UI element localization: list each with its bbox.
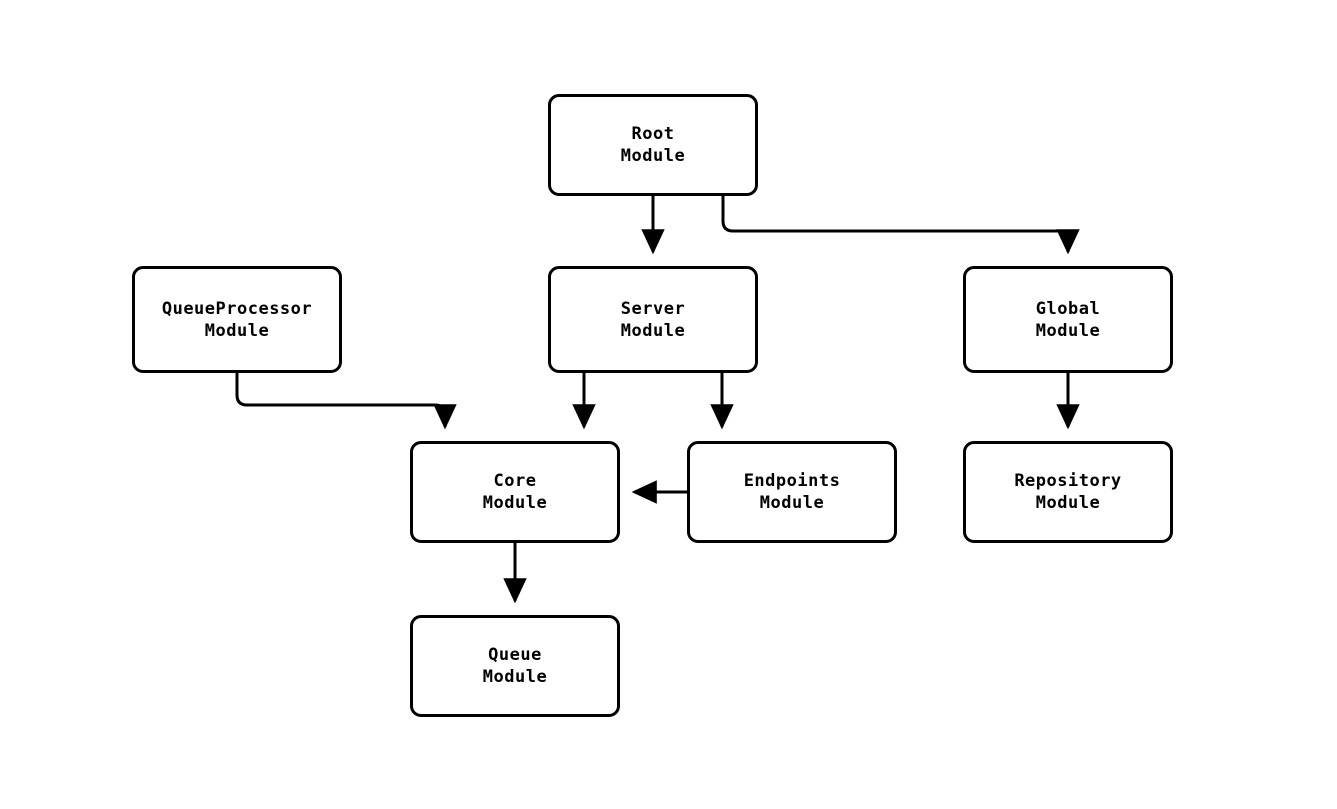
node-repository-suffix: Module xyxy=(1035,493,1101,513)
edge-root-to-global xyxy=(721,196,1080,255)
node-queue-suffix: Module xyxy=(482,667,548,687)
node-endpoints-name: Endpoints xyxy=(743,471,841,491)
node-queue-name: Queue xyxy=(488,645,542,665)
node-server-name: Server xyxy=(620,298,686,319)
node-repository[interactable]: Repository Module xyxy=(963,441,1173,543)
node-root[interactable]: Root Module xyxy=(548,94,758,196)
node-queue[interactable]: Queue Module xyxy=(410,615,620,717)
edge-queueprocessor-to-core xyxy=(235,373,457,430)
node-endpoints-suffix: Module xyxy=(759,493,825,513)
node-queueprocessor-name: QueueProcessor xyxy=(161,298,313,319)
node-queueprocessor-suffix: Module xyxy=(204,320,270,341)
node-repository-name: Repository xyxy=(1014,471,1122,491)
node-endpoints[interactable]: Endpoints Module xyxy=(687,441,897,543)
node-root-suffix: Module xyxy=(620,146,686,166)
node-global-suffix: Module xyxy=(1035,320,1101,341)
node-global[interactable]: Global Module xyxy=(963,266,1173,373)
node-core-name: Core xyxy=(493,471,537,491)
node-queueprocessor[interactable]: QueueProcessor Module xyxy=(132,266,342,373)
node-server[interactable]: Server Module xyxy=(548,266,758,373)
node-core[interactable]: Core Module xyxy=(410,441,620,543)
node-global-name: Global xyxy=(1035,298,1101,319)
node-server-suffix: Module xyxy=(620,320,686,341)
node-root-name: Root xyxy=(631,124,675,144)
node-core-suffix: Module xyxy=(482,493,548,513)
